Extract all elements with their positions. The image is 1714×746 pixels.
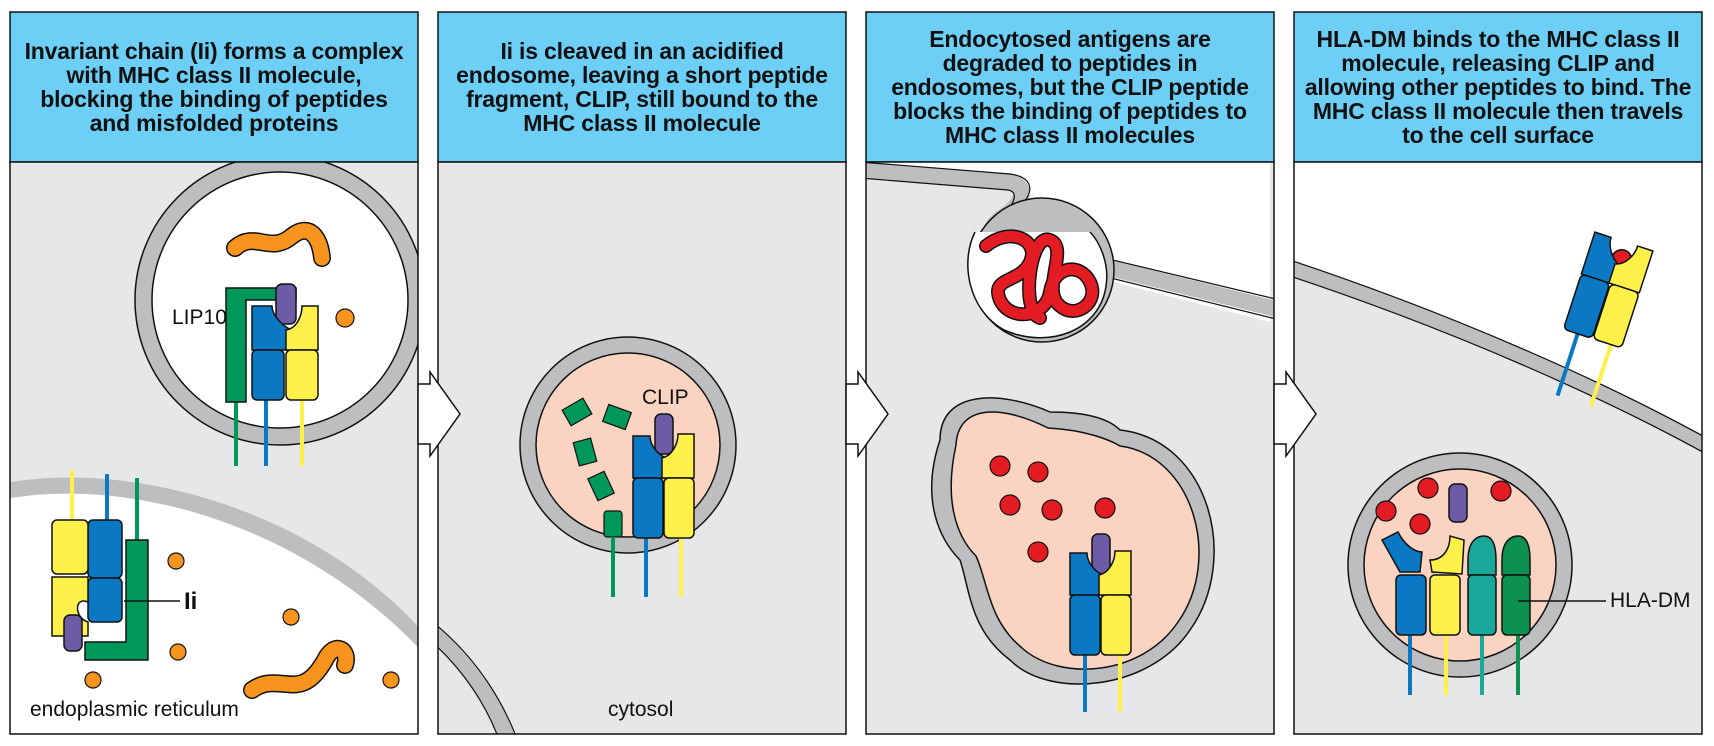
lip10-label: LIP10 bbox=[172, 306, 227, 329]
surface-mhc-ii-peptide-complex bbox=[1555, 231, 1654, 408]
released-clip bbox=[1448, 483, 1468, 523]
panel-4-header bbox=[1293, 11, 1703, 163]
mhc-ii-clip-complex bbox=[632, 413, 695, 597]
panel-2-caption: Ii is cleaved in an acidified endosome, … bbox=[456, 38, 828, 136]
invariant-chain-label: Ii bbox=[184, 588, 198, 615]
ii-fragments bbox=[561, 397, 633, 538]
nucleus-edge bbox=[438, 626, 515, 734]
mhc-ii-clip-complex-endosome bbox=[1069, 533, 1132, 712]
mhc-ii-open bbox=[1380, 530, 1465, 695]
hla-dm-label: HLA-DM bbox=[1610, 589, 1691, 612]
panel-1-header bbox=[9, 11, 419, 163]
endoplasmic-reticulum-label: endoplasmic reticulum bbox=[30, 698, 239, 721]
panel-3-caption: Endocytosed antigens are degraded to pep… bbox=[891, 26, 1249, 148]
panel-2 bbox=[437, 11, 847, 735]
hla-dm bbox=[1467, 535, 1531, 695]
step-arrow-1 bbox=[417, 369, 461, 459]
panel-3 bbox=[865, 11, 1275, 735]
cell-exterior bbox=[1294, 162, 1702, 436]
er-particle bbox=[167, 552, 185, 570]
peptides bbox=[989, 455, 1116, 563]
step-arrow-2 bbox=[845, 369, 889, 459]
er-particle bbox=[84, 671, 102, 689]
peptides-4 bbox=[1375, 477, 1512, 535]
panel-2-header bbox=[437, 11, 847, 163]
panel-1 bbox=[9, 11, 419, 735]
panel-4 bbox=[1293, 11, 1703, 735]
cytosol-label: cytosol bbox=[608, 698, 674, 721]
clip-label: CLIP bbox=[642, 386, 689, 409]
er-mhc-ii-ii-complex bbox=[51, 470, 149, 661]
panel-1-caption: Invariant chain (Ii) forms a complex wit… bbox=[24, 38, 404, 136]
panel-4-caption: HLA-DM binds to the MHC class II molecul… bbox=[1304, 26, 1692, 148]
panel-3-header bbox=[865, 11, 1275, 163]
er-particle bbox=[282, 608, 300, 626]
step-arrow-3 bbox=[1273, 369, 1317, 459]
vesicle-particle bbox=[335, 308, 355, 328]
lip10-mhc-complex bbox=[225, 283, 319, 466]
er-particle bbox=[382, 671, 400, 689]
cell-surface-membrane bbox=[1294, 260, 1702, 453]
er-particle bbox=[169, 643, 187, 661]
